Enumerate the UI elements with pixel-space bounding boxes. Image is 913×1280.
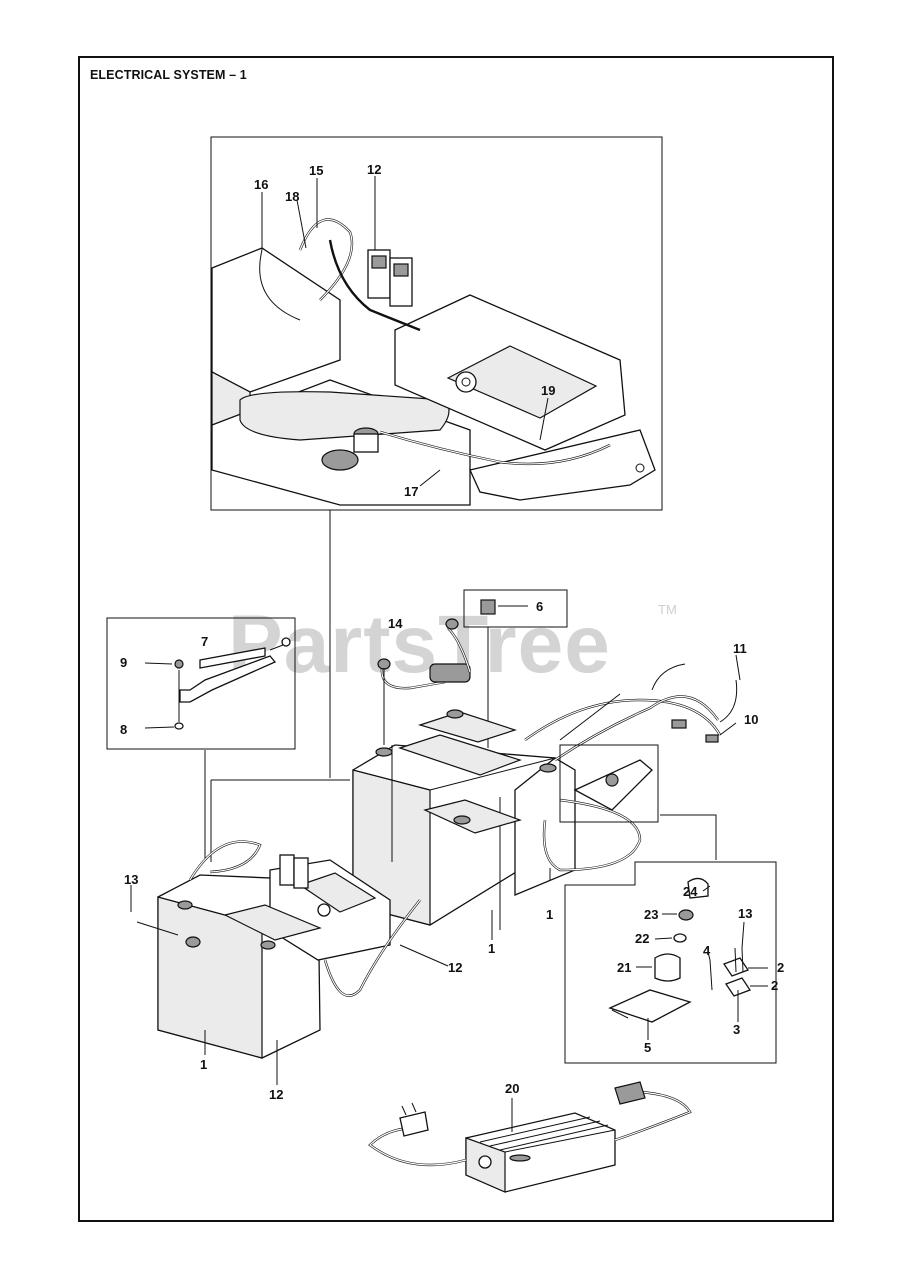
callout-10: 10: [744, 712, 758, 727]
callout-6: 6: [536, 599, 543, 614]
callout-16: 16: [254, 177, 268, 192]
battery-charger: [368, 1081, 692, 1193]
callout-11: 11: [733, 641, 747, 656]
callout-23: 23: [644, 907, 658, 922]
callouts: 15 12 16 18 19 17 6 14 7 9 8 11 10 13 1 …: [120, 162, 784, 1102]
callout-19: 19: [541, 383, 555, 398]
callout-14: 14: [388, 616, 403, 631]
callout-24: 24: [683, 884, 698, 899]
ignition-detail-box: [559, 744, 659, 823]
callout-15: 15: [309, 163, 323, 178]
callout-1-right: 1: [546, 907, 553, 922]
callout-20: 20: [505, 1081, 519, 1096]
callout-13-right: 13: [738, 906, 752, 921]
callout-12-mid: 12: [448, 960, 462, 975]
callout-21: 21: [617, 960, 631, 975]
callout-2-lower: 2: [771, 978, 778, 993]
bracket-inset-box: [106, 617, 296, 750]
top-inset-illustration: [211, 218, 656, 506]
callout-1-center: 1: [488, 941, 495, 956]
callout-7: 7: [201, 634, 208, 649]
callout-9: 9: [120, 655, 127, 670]
callout-18: 18: [285, 189, 299, 204]
ignition-parts-illustration: [608, 877, 751, 1023]
top-inset-box: [210, 136, 663, 511]
connector-6-illustration: [480, 599, 528, 615]
watermark: PartsTree: [228, 599, 611, 690]
page-title: ELECTRICAL SYSTEM – 1: [90, 68, 247, 82]
callout-12-bottom: 12: [269, 1087, 283, 1102]
callout-1-left: 1: [200, 1057, 207, 1072]
ignition-parts-inset-box: [564, 861, 777, 1064]
callout-22: 22: [635, 931, 649, 946]
callout-4: 4: [703, 943, 711, 958]
left-battery-assembly: [136, 840, 421, 1059]
connector-inset-box: [463, 589, 568, 628]
callout-2-upper: 2: [777, 960, 784, 975]
callout-3: 3: [733, 1022, 740, 1037]
callout-5: 5: [644, 1040, 651, 1055]
callout-8: 8: [120, 722, 127, 737]
bracket-illustration: [144, 637, 291, 730]
callout-17: 17: [404, 484, 418, 499]
main-leaders: [130, 654, 741, 1085]
watermark-trademark: TM: [658, 602, 677, 617]
main-battery-pack: [352, 618, 738, 930]
callout-12-top: 12: [367, 162, 381, 177]
diagram-frame: [78, 56, 834, 1222]
top-inset-leaders: [261, 176, 549, 487]
callout-13-left: 13: [124, 872, 138, 887]
ignition-parts-leaders: [636, 885, 768, 1040]
